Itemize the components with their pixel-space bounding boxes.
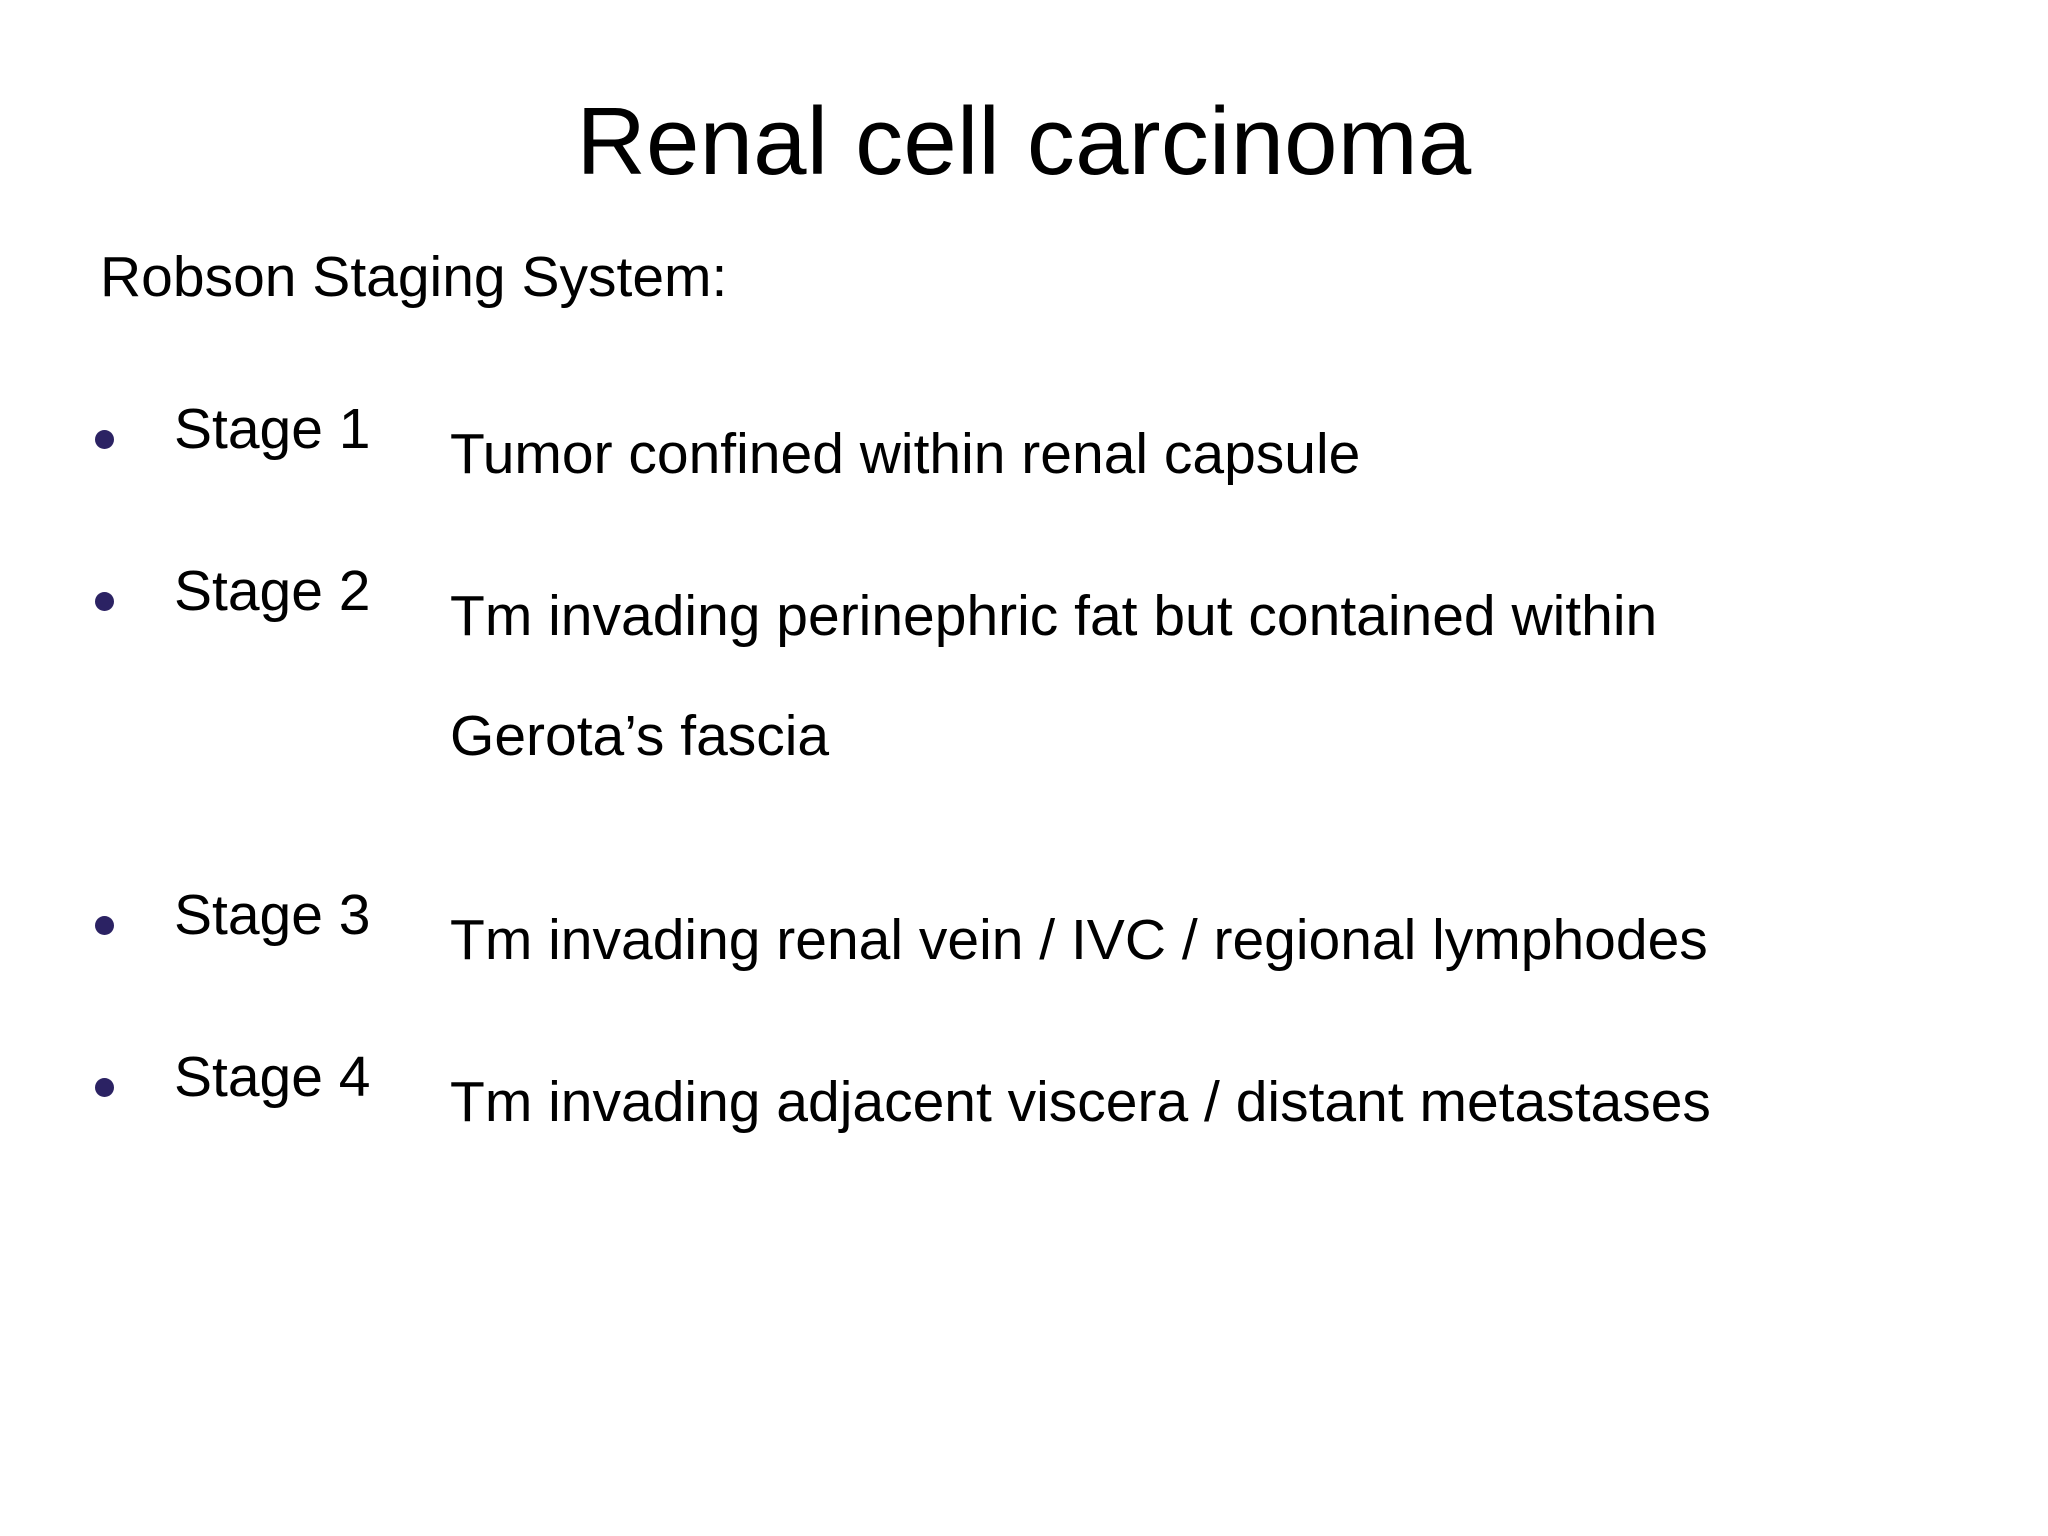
stage-description: Tm invading renal vein / IVC / regional … — [450, 881, 2010, 1001]
bullet-dot-icon — [95, 592, 114, 611]
stage-description-line: Tm invading perinephric fat but containe… — [450, 584, 1658, 648]
stage-description: Tm invading adjacent viscera / distant m… — [450, 1043, 2010, 1163]
stage-label: Stage 4 — [174, 1045, 371, 1109]
bullet-dot-icon — [95, 916, 114, 935]
bullet-dot-icon — [95, 1078, 114, 1097]
intro-text: Robson Staging System: — [100, 245, 728, 309]
stage-description-line: Tumor confined within renal capsule — [450, 422, 1361, 486]
list-item: Stage 4 Tm invading adjacent viscera / d… — [0, 1043, 2048, 1205]
stage-description-line: Tm invading renal vein / IVC / regional … — [450, 908, 1708, 972]
bullet-dot-icon — [95, 430, 114, 449]
stage-description-line-continued: Gerota’s fascia — [450, 703, 830, 768]
stage-description: Tm invading perinephric fat but containe… — [450, 557, 2010, 796]
list-item: Stage 1 Tumor confined within renal caps… — [0, 395, 2048, 557]
stage-label: Stage 3 — [174, 883, 371, 947]
stage-description-line: Tm invading adjacent viscera / distant m… — [450, 1070, 1711, 1134]
stage-label: Stage 2 — [174, 559, 371, 623]
stage-label: Stage 1 — [174, 397, 371, 461]
list-item: Stage 3 Tm invading renal vein / IVC / r… — [0, 881, 2048, 1043]
staging-bullet-list: Stage 1 Tumor confined within renal caps… — [0, 395, 2048, 1205]
page-title: Renal cell carcinoma — [576, 88, 1472, 196]
list-item: Stage 2 Tm invading perinephric fat but … — [0, 557, 2048, 881]
stage-description: Tumor confined within renal capsule — [450, 395, 2010, 515]
